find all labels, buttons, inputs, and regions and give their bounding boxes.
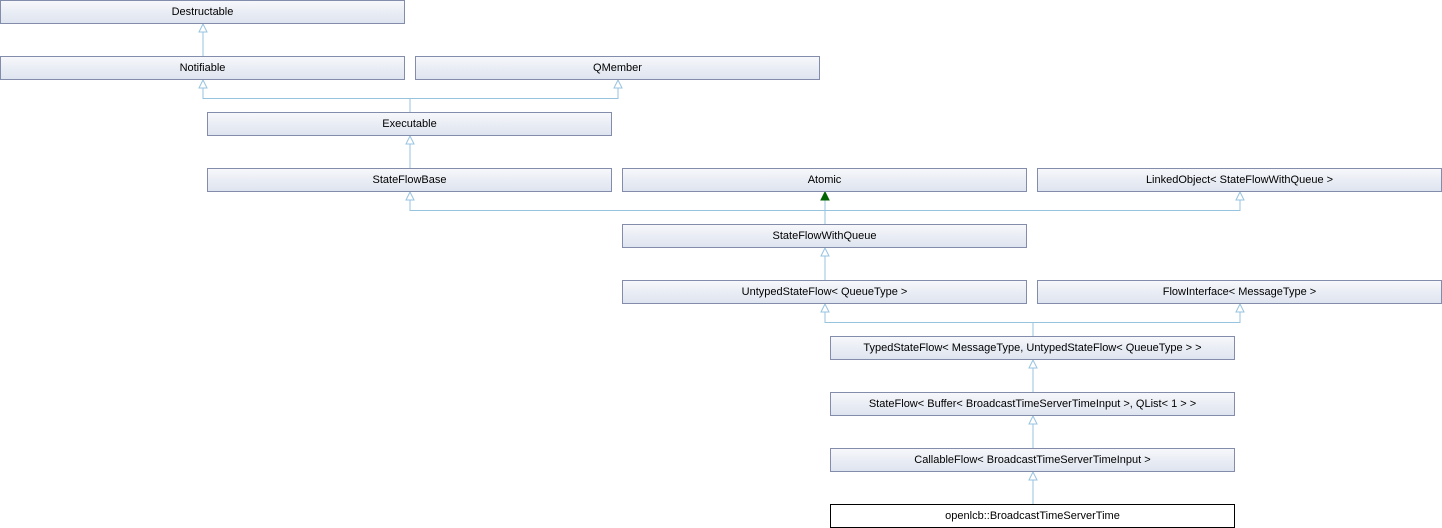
node-atomic[interactable]: Atomic: [622, 168, 1027, 192]
inheritance-edge-stateflowwithqueue-to-stateflowbase: [409, 199, 826, 224]
node-stateflowbuffer[interactable]: StateFlow< Buffer< BroadcastTimeServerTi…: [830, 392, 1235, 416]
node-stateflowbase[interactable]: StateFlowBase: [207, 168, 612, 192]
inheritance-edge-stateflowwithqueue-to-linkedobject: [824, 199, 1241, 224]
inheritance-edge-executable-to-qmember: [409, 87, 619, 112]
node-stateflowwithqueue[interactable]: StateFlowWithQueue: [622, 224, 1027, 248]
node-untypedstateflow[interactable]: UntypedStateFlow< QueueType >: [622, 280, 1027, 304]
node-qmember[interactable]: QMember: [415, 56, 820, 80]
node-executable[interactable]: Executable: [207, 112, 612, 136]
inheritance-edge-executable-to-notifiable: [202, 87, 411, 112]
inheritance-arrowhead-untypedstateflow-to-stateflowwithqueue: [820, 246, 830, 257]
inheritance-arrowhead-typedstateflow-to-flowinterface: [1235, 302, 1245, 313]
node-callableflow[interactable]: CallableFlow< BroadcastTimeServerTimeInp…: [830, 448, 1235, 472]
node-typedstateflow[interactable]: TypedStateFlow< MessageType, UntypedStat…: [830, 336, 1235, 360]
node-linkedobject[interactable]: LinkedObject< StateFlowWithQueue >: [1037, 168, 1442, 192]
node-notifiable[interactable]: Notifiable: [0, 56, 405, 80]
node-flowinterface[interactable]: FlowInterface< MessageType >: [1037, 280, 1442, 304]
inheritance-arrowhead-notifiable-to-destructable: [198, 22, 208, 33]
node-destructable[interactable]: Destructable: [0, 0, 405, 24]
inheritance-edge-typedstateflow-to-flowinterface: [1032, 311, 1241, 336]
inheritance-arrowhead-stateflowwithqueue-to-linkedobject: [1235, 190, 1245, 201]
inheritance-arrowhead-stateflowbuffer-to-typedstateflow: [1028, 358, 1038, 369]
inheritance-arrowhead-typedstateflow-to-untypedstateflow: [820, 302, 830, 313]
inheritance-arrowhead-stateflowwithqueue-to-stateflowbase: [405, 190, 415, 201]
inheritance-arrowhead-callableflow-to-stateflowbuffer: [1028, 414, 1038, 425]
inheritance-arrowhead-current-to-callableflow: [1028, 470, 1038, 481]
inheritance-edge-typedstateflow-to-untypedstateflow: [824, 311, 1034, 336]
inheritance-arrowhead-stateflowwithqueue-to-atomic: [820, 190, 830, 201]
node-current-class: openlcb::BroadcastTimeServerTime: [830, 504, 1235, 528]
inheritance-arrowhead-executable-to-qmember: [613, 78, 623, 89]
inheritance-arrowhead-executable-to-notifiable: [198, 78, 208, 89]
inheritance-arrowhead-stateflowbase-to-executable: [405, 134, 415, 145]
